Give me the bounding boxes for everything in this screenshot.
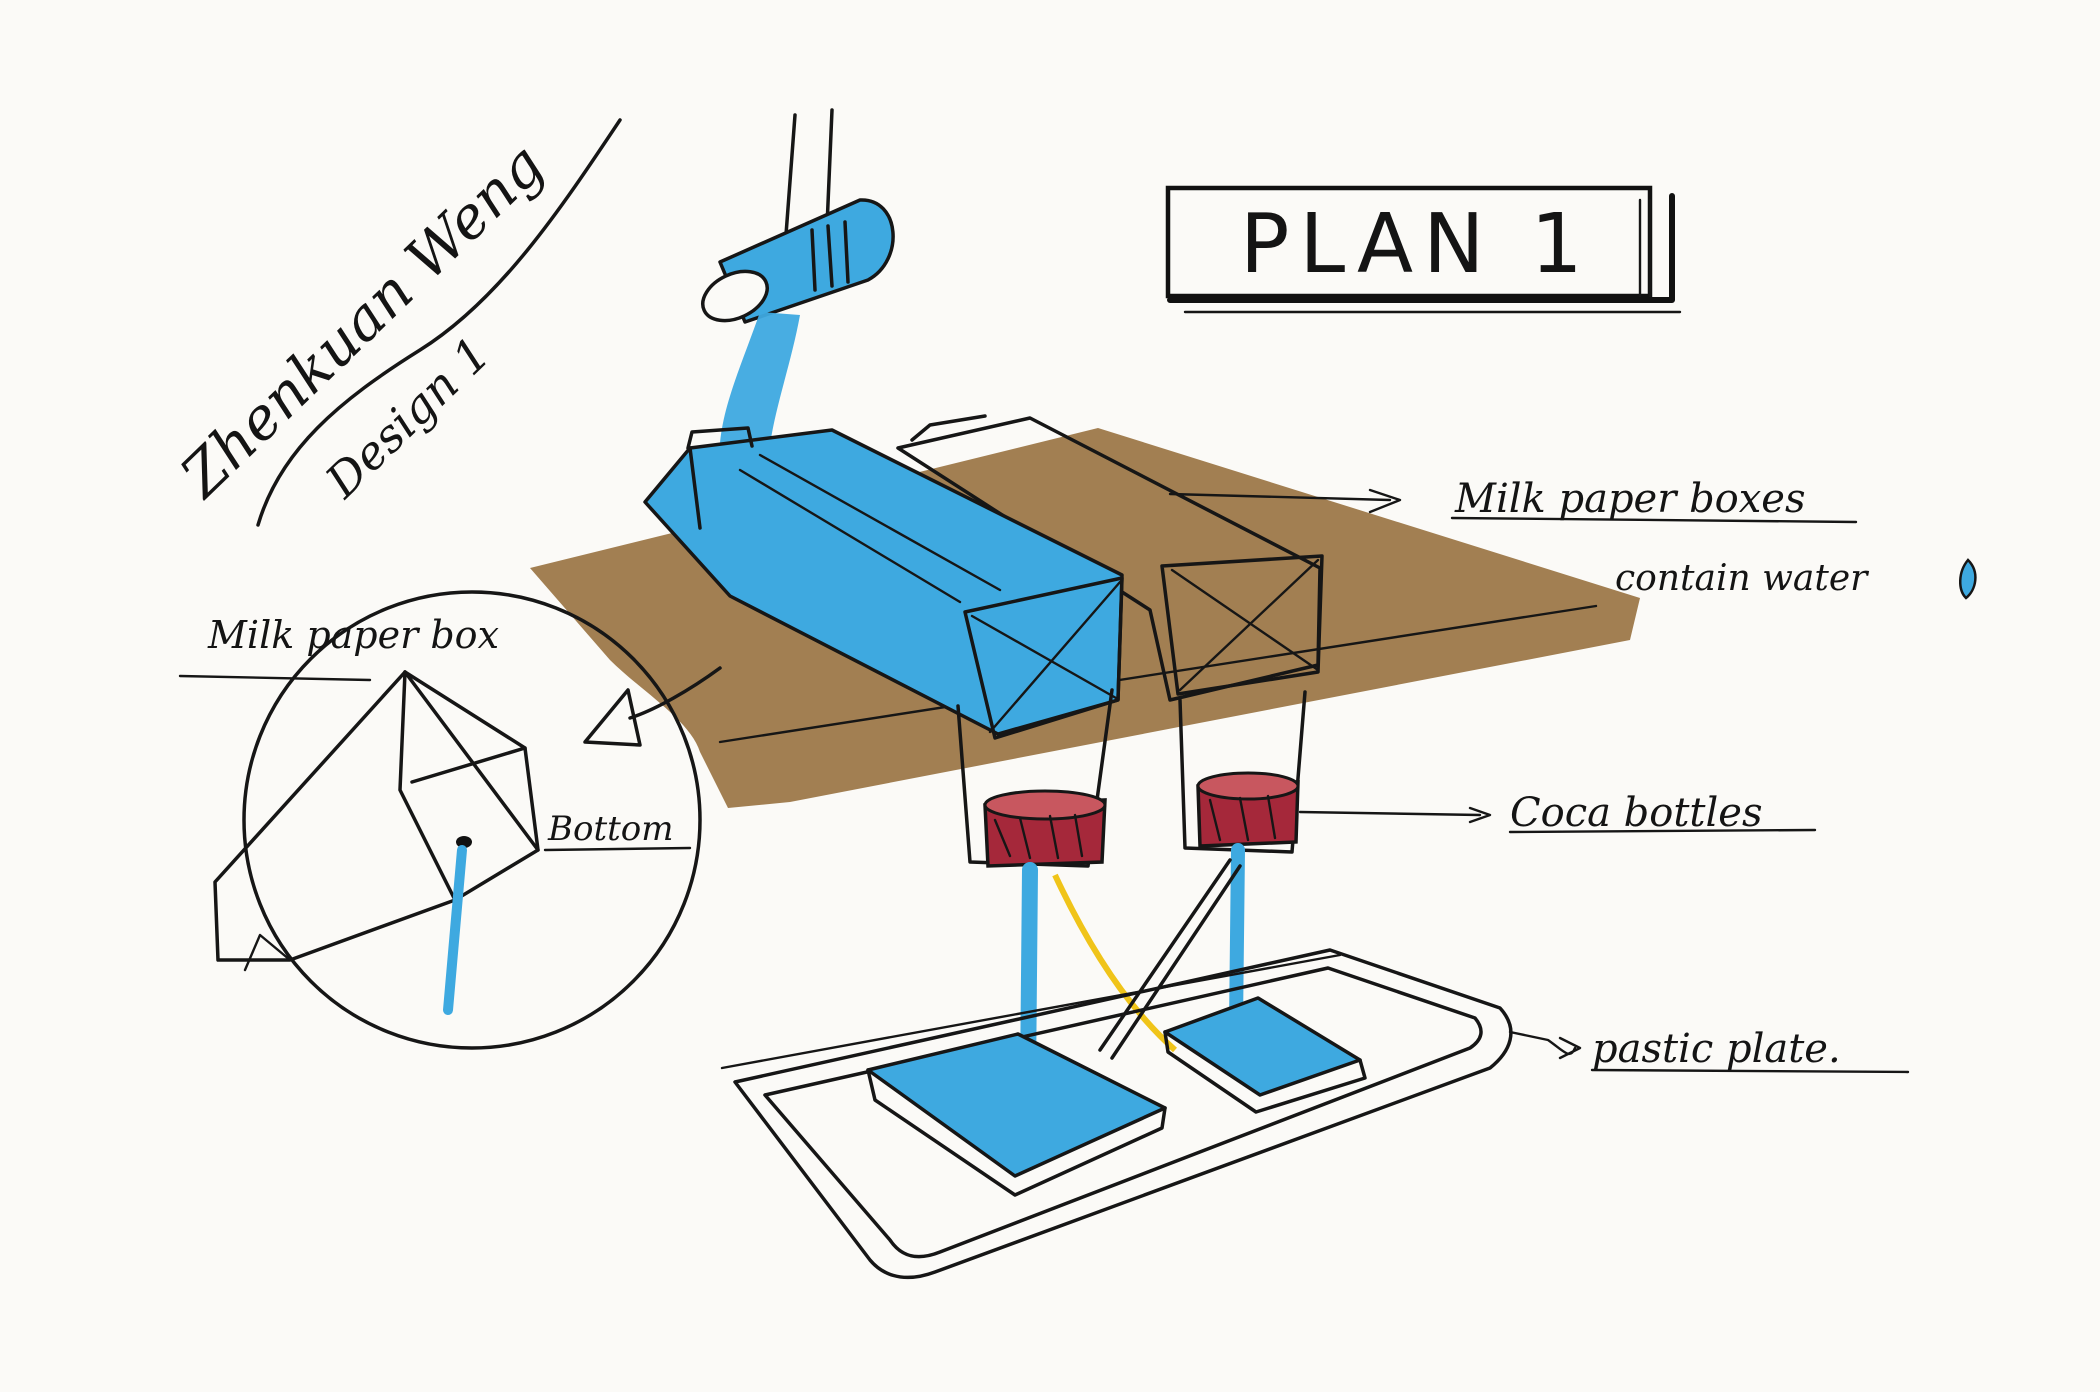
plastic-plate [720,948,1513,1280]
page-title: PLAN 1 [1240,197,1593,292]
tray-right [1163,996,1362,1097]
milk-box-left-end [963,576,1124,740]
coca-bottles [956,688,1307,868]
label-plastic-plate: pastic plate. [1592,1026,1841,1072]
faucet [701,108,895,470]
water-stream-top [719,312,800,470]
signature-swoosh [256,118,622,527]
label-bottom: Bottom [547,809,674,849]
milk-paper-boxes [643,414,1324,740]
label-milk-paper-boxes: Milk paper boxes [1454,476,1806,522]
label-contain-water: contain water [1615,558,1869,599]
label-coca-bottles: Coca bottles [1510,790,1762,836]
title-box: PLAN 1 [1165,185,1682,314]
detail-arrow [583,666,722,747]
detail-circle [178,590,722,1050]
signature-block: Zhenkuan Weng Design 1 [166,118,622,527]
label-milk-paper-box: Milk paper box [207,613,499,657]
leader-lines [543,488,1977,1074]
tray-left [866,1032,1167,1178]
